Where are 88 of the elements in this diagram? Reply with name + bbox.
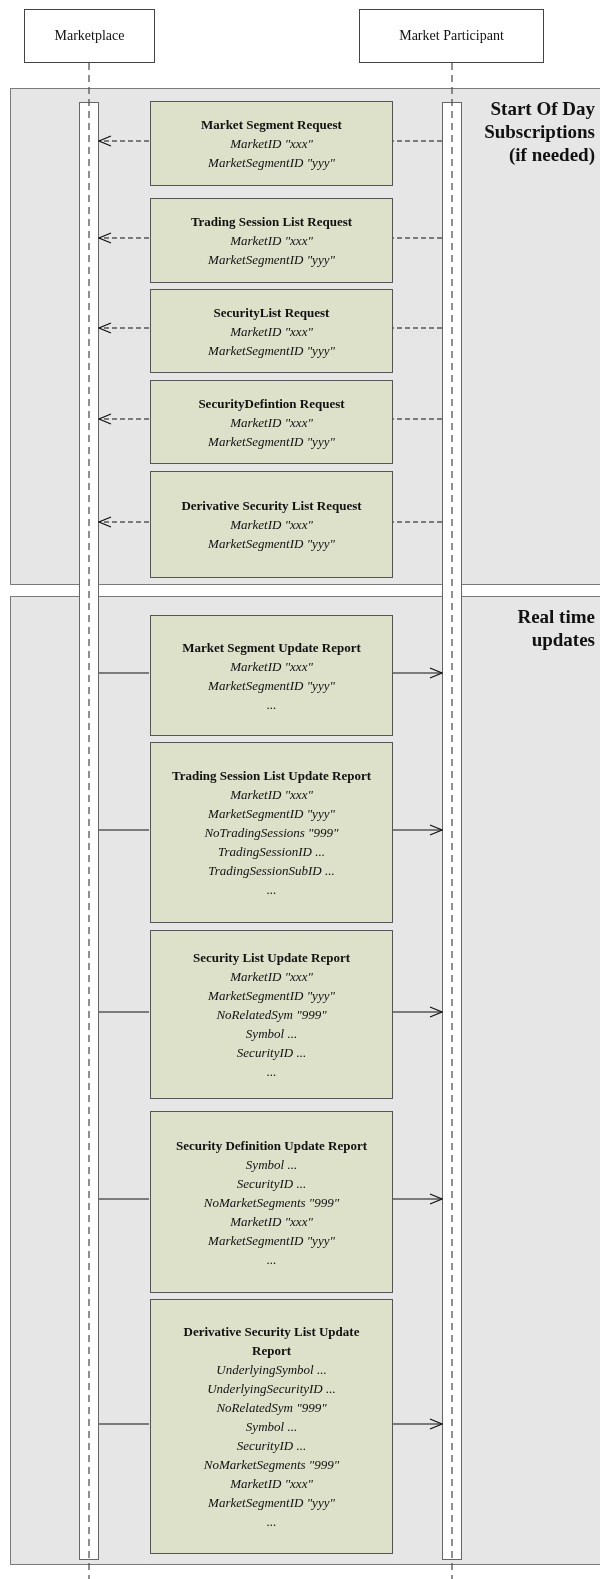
field-text: TradingSessionID ... bbox=[218, 843, 325, 861]
fragment-frame bbox=[10, 88, 600, 585]
activation-bar bbox=[442, 102, 462, 1560]
field-text: ... bbox=[266, 1250, 277, 1269]
message-line bbox=[98, 1198, 150, 1200]
field-text: UnderlyingSecurityID ... bbox=[207, 1380, 336, 1398]
message-arrow bbox=[391, 1418, 443, 1430]
field-text: MarketSegmentID "yyy" bbox=[208, 535, 335, 553]
message-name: Market Segment Update Report bbox=[182, 638, 361, 657]
message-name: Security Definition Update Report bbox=[176, 1136, 367, 1155]
message-name: SecurityList Request bbox=[213, 303, 330, 322]
message-box bbox=[150, 930, 393, 1099]
message-line bbox=[98, 1423, 150, 1425]
message-name: Trading Session List Request bbox=[190, 213, 353, 231]
message-box bbox=[150, 471, 393, 578]
field-text: NoRelatedSym "999" bbox=[216, 1006, 327, 1024]
field-text: MarketID "xxx" bbox=[230, 1212, 313, 1231]
field-text: ... bbox=[266, 695, 277, 714]
message-name: Market Segment Request bbox=[201, 116, 342, 134]
field-text: MarketSegmentID "yyy" bbox=[208, 987, 335, 1005]
message-line bbox=[98, 829, 150, 831]
message-arrow bbox=[98, 516, 150, 528]
message-line bbox=[391, 237, 443, 239]
participant-box: Marketplace bbox=[24, 9, 155, 63]
fragment-title: Real time updates bbox=[516, 605, 595, 651]
field-text: Symbol ... bbox=[245, 1155, 298, 1174]
message-box bbox=[150, 101, 393, 186]
message-name: Derivative Security List Request bbox=[181, 497, 362, 515]
message-line bbox=[98, 1011, 150, 1013]
message-box bbox=[150, 1299, 393, 1554]
message-box bbox=[150, 198, 393, 283]
field-text: UnderlyingSymbol ... bbox=[216, 1361, 327, 1379]
field-text: MarketSegmentID "yyy" bbox=[208, 341, 335, 360]
message-arrow bbox=[391, 1193, 443, 1205]
field-text: MarketSegmentID "yyy" bbox=[208, 432, 335, 451]
field-text: MarketSegmentID "yyy" bbox=[208, 154, 335, 172]
message-arrow bbox=[98, 232, 150, 244]
message-arrow bbox=[98, 135, 150, 147]
field-text: MarketID "xxx" bbox=[230, 322, 313, 341]
message-box bbox=[150, 289, 393, 373]
message-arrow bbox=[391, 824, 443, 836]
message-line bbox=[391, 418, 443, 420]
field-text: NoMarketSegments "999" bbox=[203, 1456, 340, 1474]
participant-box: Market Participant bbox=[359, 9, 544, 63]
field-text: MarketID "xxx" bbox=[230, 1475, 313, 1493]
message-line bbox=[391, 327, 443, 329]
field-text: MarketID "xxx" bbox=[230, 413, 313, 432]
field-text: NoRelatedSym "999" bbox=[216, 1399, 327, 1417]
field-text: MarketSegmentID "yyy" bbox=[208, 251, 335, 269]
message-box bbox=[150, 615, 393, 736]
message-line bbox=[391, 521, 443, 523]
message-arrow bbox=[98, 322, 150, 334]
message-arrow bbox=[391, 667, 443, 679]
field-text: MarketSegmentID "yyy" bbox=[208, 676, 335, 695]
field-text: MarketID "xxx" bbox=[230, 786, 313, 804]
field-text: MarketID "xxx" bbox=[230, 135, 313, 153]
message-name: Security List Update Report bbox=[192, 949, 351, 967]
field-text: ... bbox=[266, 1063, 277, 1081]
field-text: SecurityID ... bbox=[236, 1437, 307, 1455]
field-text: MarketSegmentID "yyy" bbox=[208, 805, 335, 823]
field-text: Symbol ... bbox=[245, 1418, 298, 1436]
message-arrow bbox=[98, 413, 150, 425]
message-arrow bbox=[391, 1006, 443, 1018]
field-text: MarketID "xxx" bbox=[230, 968, 313, 986]
message-line bbox=[391, 140, 443, 142]
message-name: Derivative Security List Update Report bbox=[182, 1323, 361, 1360]
field-text: NoTradingSessions "999" bbox=[204, 824, 339, 842]
field-text: SecurityID ... bbox=[236, 1174, 307, 1193]
field-text: MarketID "xxx" bbox=[230, 232, 313, 250]
fragment-title: Start Of Day Subscriptions (if needed) bbox=[483, 97, 595, 166]
field-text: Symbol ... bbox=[245, 1025, 298, 1043]
message-name: SecurityDefintion Request bbox=[198, 394, 345, 413]
field-text: NoMarketSegments "999" bbox=[203, 1193, 340, 1212]
field-text: MarketID "xxx" bbox=[230, 516, 313, 534]
fragment-frame bbox=[10, 596, 600, 1565]
field-text: MarketSegmentID "yyy" bbox=[208, 1494, 335, 1512]
message-box bbox=[150, 1111, 393, 1293]
field-text: ... bbox=[266, 881, 277, 899]
field-text: TradingSessionSubID ... bbox=[208, 862, 335, 880]
message-box bbox=[150, 742, 393, 923]
field-text: MarketSegmentID "yyy" bbox=[208, 1231, 335, 1250]
message-line bbox=[98, 672, 150, 674]
field-text: SecurityID ... bbox=[236, 1044, 307, 1062]
field-text: MarketID "xxx" bbox=[230, 657, 313, 676]
message-box bbox=[150, 380, 393, 464]
message-name: Trading Session List Update Report bbox=[171, 767, 372, 785]
activation-bar bbox=[79, 102, 99, 1560]
field-text: ... bbox=[266, 1513, 277, 1531]
